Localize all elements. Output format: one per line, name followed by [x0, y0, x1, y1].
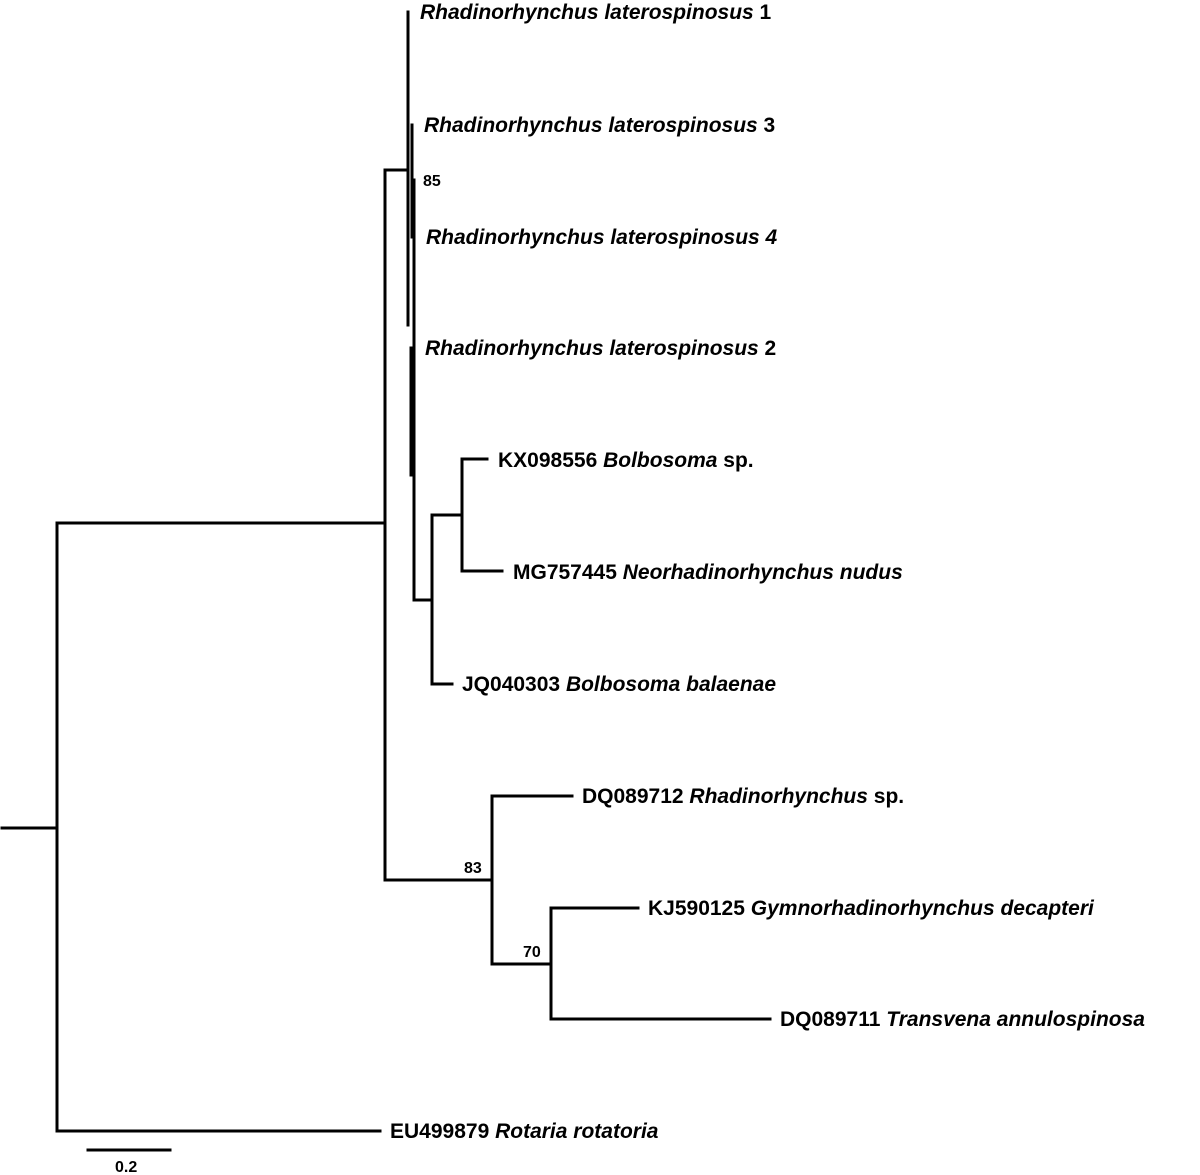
- tip-label-jq040303: JQ040303 Bolbosoma balaenae: [462, 673, 776, 696]
- scale-bar-label: 0.2: [115, 1159, 137, 1175]
- tip-label-kx098556: KX098556 Bolbosoma sp.: [498, 449, 754, 472]
- tree-branches: [0, 10, 772, 1133]
- support-value-83: 83: [464, 860, 482, 877]
- tip-label-rl4: Rhadinorhynchus laterospinosus 4: [426, 226, 778, 249]
- tip-label-kj590125: KJ590125 Gymnorhadinorhynchus decapteri: [648, 897, 1095, 920]
- tip-label-rl1: Rhadinorhynchus laterospinosus 1: [420, 1, 772, 24]
- tip-label-eu499879: EU499879 Rotaria rotatoria: [390, 1120, 659, 1143]
- tip-labels: Rhadinorhynchus laterospinosus 1 Rhadino…: [390, 1, 1145, 1143]
- support-values: 85 83 70: [423, 173, 541, 961]
- tip-label-rl3: Rhadinorhynchus laterospinosus 3: [424, 114, 775, 137]
- tip-label-dq089711: DQ089711 Transvena annulospinosa: [780, 1008, 1145, 1031]
- support-value-85: 85: [423, 173, 441, 190]
- scale-bar: 0.2: [86, 1148, 172, 1175]
- support-value-70: 70: [523, 944, 541, 961]
- tip-label-rl2: Rhadinorhynchus laterospinosus 2: [425, 337, 776, 360]
- tip-label-dq089712: DQ089712 Rhadinorhynchus sp.: [582, 785, 904, 808]
- tip-label-mg757445: MG757445 Neorhadinorhynchus nudus: [513, 561, 903, 584]
